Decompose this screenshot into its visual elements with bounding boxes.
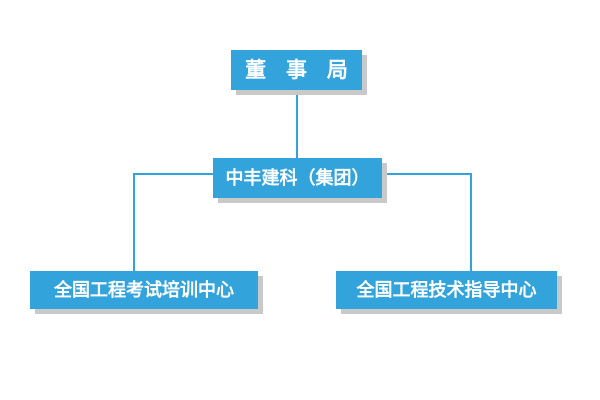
org-node-exam-center[interactable]: 全国工程考试培训中心 bbox=[30, 271, 258, 309]
org-node-exam-center-label: 全国工程考试培训中心 bbox=[54, 280, 234, 300]
org-node-group-label: 中丰建科（集团） bbox=[225, 168, 370, 188]
connector-group-bus-left bbox=[133, 173, 213, 175]
connector-board-to-group bbox=[296, 90, 298, 158]
connector-drop-to-exam-center bbox=[133, 173, 135, 271]
org-node-tech-center-label: 全国工程技术指导中心 bbox=[356, 280, 537, 300]
connector-group-bus-right bbox=[382, 173, 472, 175]
org-node-board-label: 董 事 局 bbox=[245, 58, 355, 82]
org-node-tech-center[interactable]: 全国工程技术指导中心 bbox=[336, 271, 557, 309]
connector-drop-to-tech-center bbox=[470, 173, 472, 271]
org-node-board[interactable]: 董 事 局 bbox=[231, 50, 362, 90]
org-node-group[interactable]: 中丰建科（集团） bbox=[213, 158, 382, 198]
